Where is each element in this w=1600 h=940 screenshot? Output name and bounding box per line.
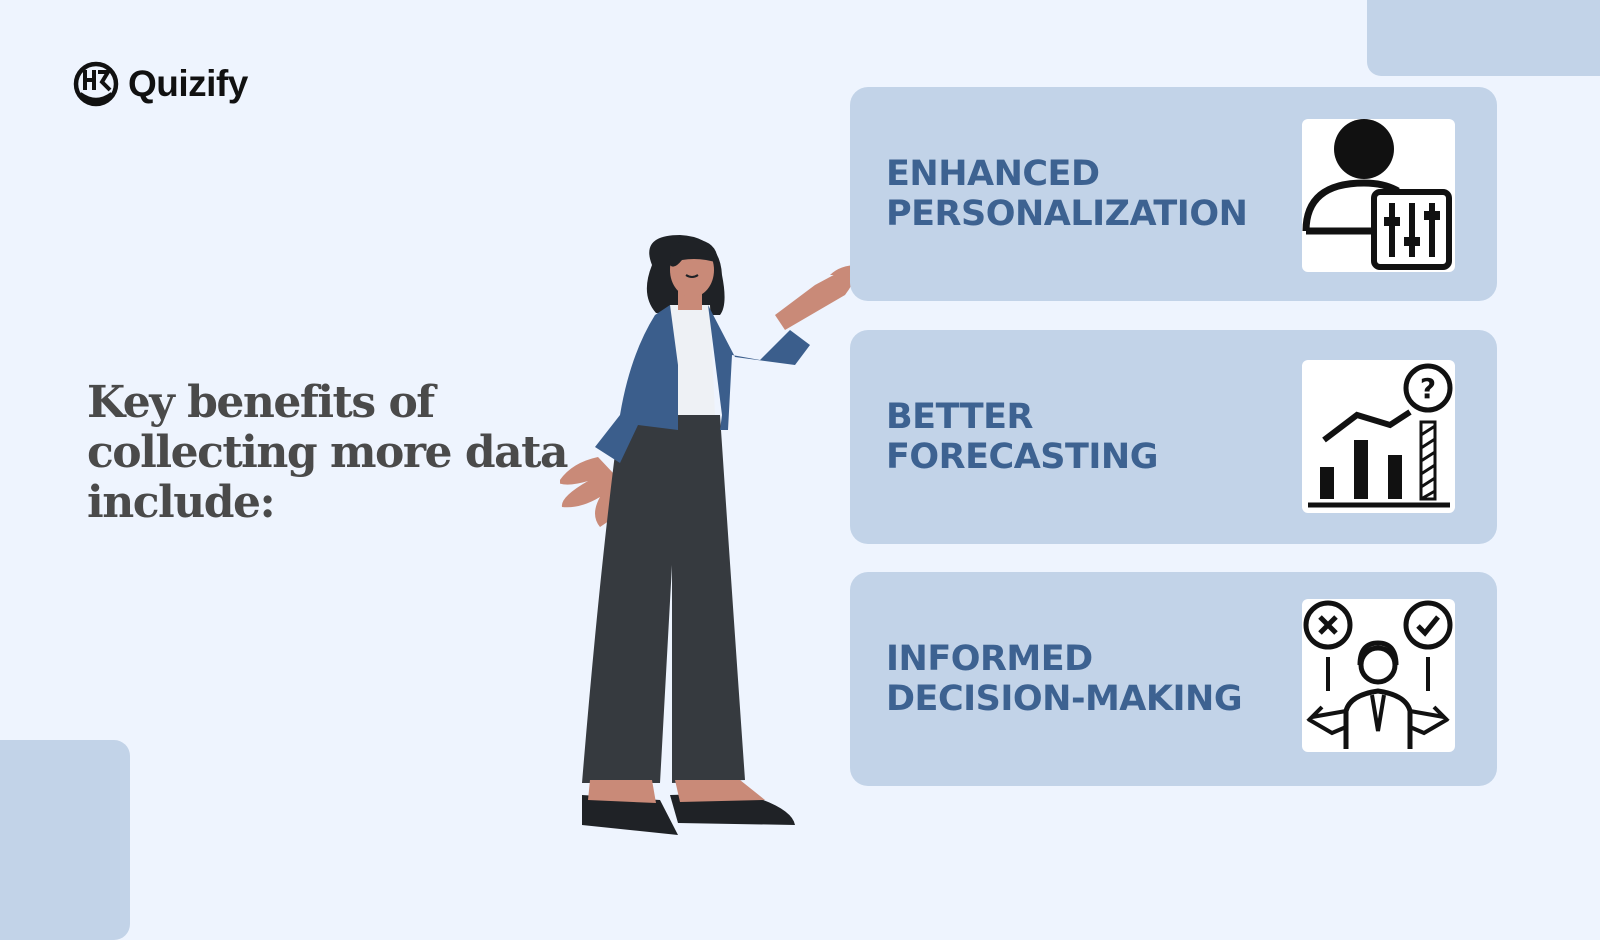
benefit-title-line-2: FORECASTING	[886, 437, 1158, 477]
headline-line-2: collecting more data	[87, 427, 568, 478]
benefit-title: ENHANCED PERSONALIZATION	[886, 154, 1248, 234]
woman-pointing-illustration	[560, 235, 859, 835]
benefit-title: INFORMED DECISION-MAKING	[886, 639, 1243, 719]
decorative-corner-top-right	[1367, 0, 1600, 76]
growth-chart-question-icon: ?	[1302, 360, 1455, 513]
benefit-title-line-2: PERSONALIZATION	[886, 194, 1248, 234]
benefit-title: BETTER FORECASTING	[886, 397, 1158, 477]
brand-name: Quizify	[128, 63, 248, 104]
benefit-title-line-2: DECISION-MAKING	[886, 679, 1243, 719]
benefit-title-line-1: ENHANCED	[886, 154, 1100, 194]
svg-text:?: ?	[1420, 372, 1436, 405]
headline-line-1: Key benefits of	[87, 377, 435, 428]
headline-line-3: include:	[87, 477, 276, 528]
quizify-logo-icon	[73, 61, 119, 107]
benefit-title-line-1: INFORMED	[886, 639, 1093, 679]
decorative-corner-bottom-left	[0, 740, 130, 940]
benefit-title-line-1: BETTER	[886, 397, 1033, 437]
page-headline: Key benefits of collecting more data inc…	[87, 378, 587, 528]
decision-making-icon	[1302, 599, 1455, 752]
benefit-card-forecasting: BETTER FORECASTING ?	[850, 330, 1497, 544]
benefit-card-decision-making: INFORMED DECISION-MAKING	[850, 572, 1497, 786]
benefit-card-personalization: ENHANCED PERSONALIZATION	[850, 87, 1497, 301]
brand: Quizify	[72, 60, 248, 108]
user-settings-icon	[1302, 119, 1455, 272]
